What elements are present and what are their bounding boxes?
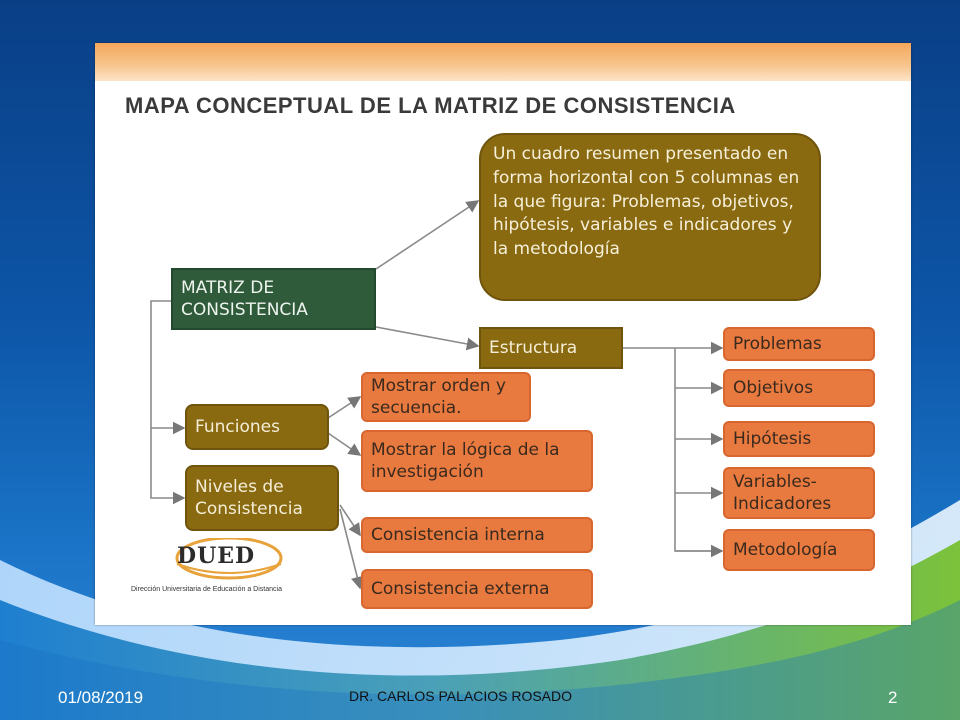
- slide-title: MAPA CONCEPTUAL DE LA MATRIZ DE CONSISTE…: [125, 93, 736, 118]
- funciones-node: Funciones: [185, 404, 329, 450]
- footer-date: 01/08/2019: [58, 688, 144, 707]
- estructura-item-variables-indicadores: Variables-Indicadores: [723, 467, 875, 519]
- niveles-consistencia-node: Niveles de Consistencia: [185, 465, 339, 531]
- footer-page-number: 2: [888, 688, 898, 707]
- estructura-item-metodologia: Metodología: [723, 529, 875, 571]
- footer-author: DR. CARLOS PALACIOS ROSADO: [349, 688, 573, 704]
- root-node-matriz-consistencia: MATRIZ DE CONSISTENCIA: [171, 268, 376, 330]
- funciones-item-orden-secuencia: Mostrar orden y secuencia.: [361, 372, 531, 422]
- connector-lines: [150, 200, 724, 590]
- slide-content-panel: MAPA CONCEPTUAL DE LA MATRIZ DE CONSISTE…: [95, 43, 911, 625]
- estructura-item-problemas: Problemas: [723, 327, 875, 361]
- funciones-item-logica-investigacion: Mostrar la lógica de la investigación: [361, 430, 593, 492]
- estructura-item-objetivos: Objetivos: [723, 369, 875, 407]
- niveles-item-consistencia-interna: Consistencia interna: [361, 517, 593, 553]
- summary-node: Un cuadro resumen presentado en forma ho…: [479, 133, 821, 301]
- niveles-item-consistencia-externa: Consistencia externa: [361, 569, 593, 609]
- dued-logo: [175, 538, 283, 580]
- logo-subtitle: Dirección Universitaria de Educación a D…: [131, 586, 282, 593]
- estructura-node: Estructura: [479, 327, 623, 369]
- top-orange-band: [95, 43, 911, 81]
- estructura-item-hipotesis: Hipótesis: [723, 421, 875, 457]
- logo-wordmark: DUED: [177, 543, 256, 569]
